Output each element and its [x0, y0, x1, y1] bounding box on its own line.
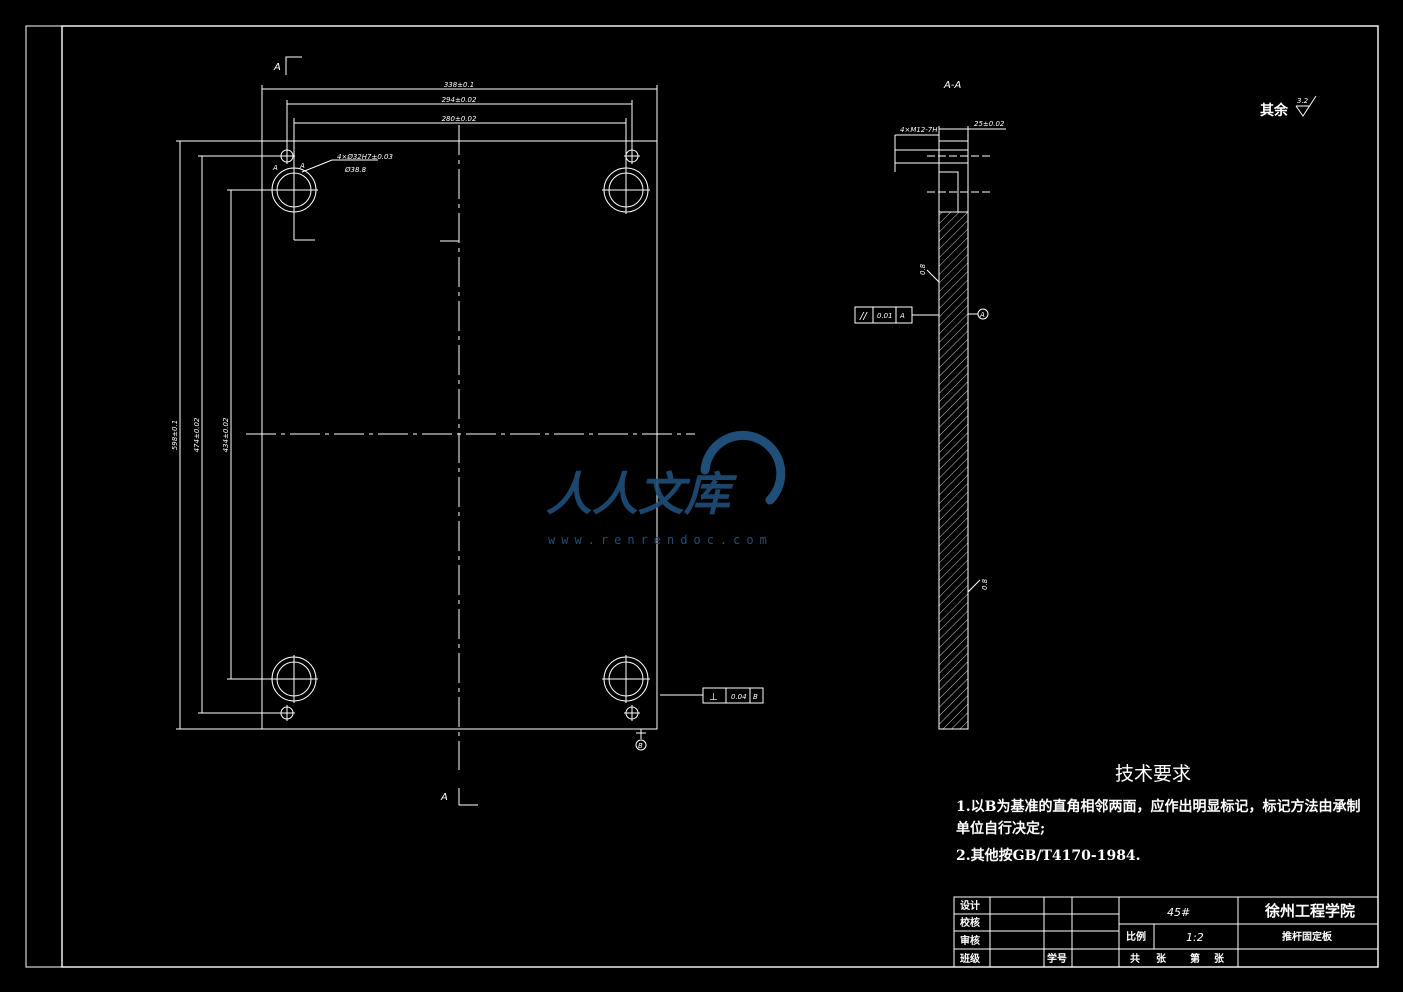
tb-scale-label: 比例 [1126, 930, 1146, 943]
roughness-rest-value: 3.2 [1297, 97, 1309, 105]
watermark-url: www.renrendoc.com [548, 533, 773, 547]
thread-spec: 4×M12-7H [900, 126, 938, 134]
tb-part-name: 推杆固定板 [1282, 930, 1333, 943]
tb-student-no: 学号 [1047, 952, 1067, 965]
dim-height-inner: 434±0.02 [222, 417, 230, 452]
perpendicularity-datum: B [753, 693, 758, 701]
dim-width-overall: 338±0.1 [444, 81, 474, 89]
dim-width-outer: 294±0.02 [442, 96, 477, 104]
datum-a-label: A [979, 311, 985, 319]
tb-check: 校核 [960, 916, 980, 929]
guide-hole-bottom-right [602, 655, 650, 703]
tb-sheet-no-label: 第 [1190, 952, 1200, 965]
tb-class: 班级 [960, 952, 981, 965]
tech-req-line-1-cont: 单位自行决定; [956, 820, 1045, 837]
parallelism-symbol: // [859, 311, 868, 322]
section-outline [938, 140, 969, 730]
tech-req-title: 技术要求 [1115, 763, 1191, 785]
roughness-side-1: 0.8 [919, 263, 927, 275]
roughness-mark-side-2 [967, 570, 981, 594]
roughness-mark-side-1 [926, 260, 940, 284]
perpendicularity-value: 0.04 [731, 693, 747, 701]
tb-design: 设计 [960, 899, 980, 912]
dim-height-outer: 474±0.02 [193, 417, 201, 452]
hole-spec-2: Ø38.8 [344, 166, 367, 174]
section-label-top: A [273, 62, 281, 73]
datum-a-circle [977, 308, 989, 320]
screw-hole-top-left [279, 148, 295, 164]
roughness-side-2: 0.8 [981, 578, 989, 590]
tb-total-label: 共 [1130, 952, 1140, 965]
section-marker-bottom [458, 788, 478, 806]
section-view [854, 126, 1006, 730]
dim-width-inner: 280±0.02 [442, 115, 477, 123]
section-label-bottom: A [440, 792, 448, 803]
datum-b-label: B [638, 742, 643, 750]
thickness-dim: 25±0.02 [974, 120, 1005, 128]
section-view-title: A-A [943, 80, 961, 91]
tb-school: 徐州工程学院 [1264, 902, 1355, 920]
guide-hole-top-right [602, 166, 650, 214]
tb-material: 45# [1167, 906, 1190, 919]
tb-sheets-label: 张 [1156, 952, 1167, 965]
section-hatch-body [938, 211, 969, 730]
tb-review: 审核 [960, 934, 980, 947]
tb-scale-value: 1:2 [1186, 931, 1204, 944]
screw-hole-bottom-left [279, 705, 295, 721]
watermark-text: 人人文库 [546, 467, 738, 521]
watermark-swoosh-icon [700, 430, 786, 505]
roughness-rest-label: 其余 [1260, 102, 1289, 119]
dim-height-overall: 598±0.1 [171, 420, 179, 450]
tech-req-line-1: 1.以B为基准的直角相邻两面，应作出明显标记，标记方法由承制 [956, 798, 1360, 815]
title-block [953, 896, 1379, 968]
perpendicularity-symbol: ⊥ [709, 692, 718, 703]
guide-hole-bottom-left [270, 655, 318, 703]
tech-req-line-2: 2.其他按GB/T4170-1984. [956, 847, 1141, 864]
parallelism-value: 0.01 [877, 312, 893, 320]
hole-spec-1: 4×Ø32H7±0.03 [337, 153, 393, 161]
inner-frame [61, 25, 1379, 968]
hole-mark-1: A [272, 164, 278, 172]
hole-spec-leader [301, 159, 378, 173]
section-marker-top [285, 56, 302, 75]
screw-hole-bottom-right [624, 705, 640, 721]
hole-mark-2: A [299, 162, 305, 170]
tb-sheet-label: 张 [1214, 952, 1225, 965]
watermark: 人人文库 www.renrendoc.com [546, 430, 786, 547]
datum-b-circle [635, 739, 647, 751]
roughness-rest-symbol [1295, 95, 1317, 117]
guide-hole-top-left [270, 166, 318, 214]
front-view [176, 56, 764, 806]
perpendicularity-frame [702, 687, 764, 704]
parallelism-datum: A [899, 312, 905, 320]
